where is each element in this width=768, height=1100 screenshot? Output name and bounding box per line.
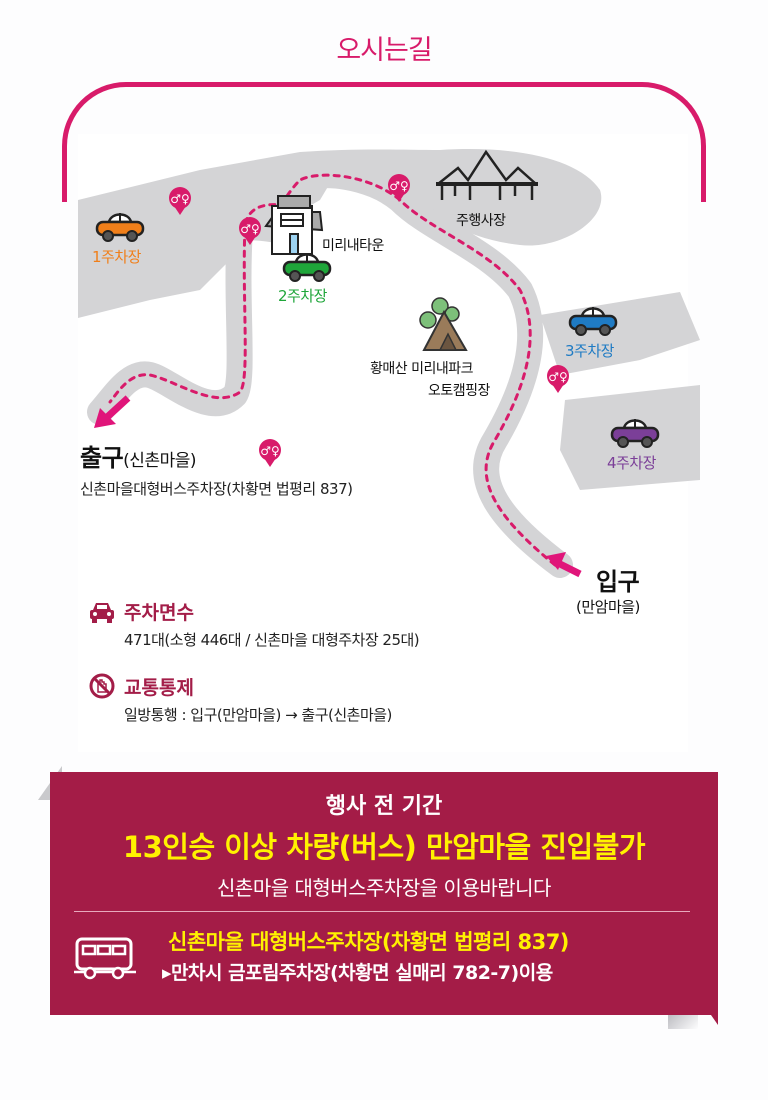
parking-body: 471대(소형 446대 / 신촌마을 대형주차장 25대) [124,631,420,649]
toilet-marker-icon: ♂♀ [169,187,191,215]
entrance-title: 입구 [596,568,640,596]
route-map: ♂♀ ♂♀ ♂♀ ♂♀ ♂♀ [78,149,700,578]
parking-lot-4-label: 4주차장 [607,454,656,472]
svg-text:♂♀: ♂♀ [240,222,260,236]
exit-sub: (신촌마을) [123,451,196,471]
parking-info: 주차면수 471대(소형 446대 / 신촌마을 대형주차장 25대) [88,598,420,650]
parking-lot-1-label: 1주차장 [92,248,141,266]
banner-shadow [668,1015,698,1029]
banner-divider [74,911,690,912]
bus-icon [74,937,136,980]
traffic-body: 일방통행 : 입구(만암마을) → 출구(신촌마을) [124,706,392,724]
pavilion-icon [436,149,538,200]
no-entry-hand-icon [89,673,115,699]
entrance-arrow-icon [546,552,582,578]
parking-heading: 주차면수 [124,602,194,624]
exit-title: 출구 [80,444,124,472]
title-frame [62,82,706,202]
car-front-icon [90,602,114,623]
driving-range-label: 주행사장 [456,213,506,229]
toilet-marker-icon: ♂♀ [547,365,569,393]
svg-text:♂♀: ♂♀ [170,192,190,206]
entrance-sub: (만암마을) [576,598,640,616]
tent-icon [419,297,468,351]
svg-text:♂♀: ♂♀ [548,370,568,384]
notice-banner: 행사 전 기간 13인승 이상 차량(버스) 만암마을 진입불가 신촌마을 대형… [50,772,718,1015]
svg-text:♂♀: ♂♀ [260,444,280,458]
toilet-marker-icon: ♂♀ [259,439,281,467]
route-line [108,173,557,567]
bus-parking-primary: 신촌마을 대형버스주차장(차황면 법평리 837) [168,930,569,954]
traffic-heading: 교통통제 [124,676,194,699]
exit-label: 출구(신촌마을) [80,438,196,473]
parking-lot-3-label: 3주차장 [565,342,614,360]
banner-instruction: 신촌마을 대형버스주차장을 이용바랍니다 [217,876,551,900]
town-label: 미리내타운 [322,238,384,254]
page-title: 오시는길 [336,35,432,66]
camping-label-line2: 오토캠핑장 [428,383,490,399]
traffic-info: 교통통제 일방통행 : 입구(만암마을) → 출구(신촌마을) [88,672,392,725]
camping-label-line1: 황매산 미리내파크 [370,361,474,377]
exit-address: 신촌마을대형버스주차장(차황면 법평리 837) [80,480,353,498]
car-icon [610,419,660,448]
toilet-marker-icon: ♂♀ [239,217,261,245]
parking-lot-2-label: 2주차장 [278,287,327,305]
svg-text:♂♀: ♂♀ [389,179,409,193]
banner-restriction: 13인승 이상 차량(버스) 만암마을 진입불가 [122,830,646,864]
exit-arrow-icon [94,395,131,428]
car-icon [282,253,332,282]
toilet-marker-icon: ♂♀ [388,174,410,202]
banner-period: 행사 전 기간 [325,794,443,819]
building-icon [264,195,324,255]
car-icon [568,307,618,336]
bus-parking-alternate: ▸만차시 금포림주차장(차황면 실매리 782-7)이용 [162,962,553,984]
car-icon [95,213,145,242]
